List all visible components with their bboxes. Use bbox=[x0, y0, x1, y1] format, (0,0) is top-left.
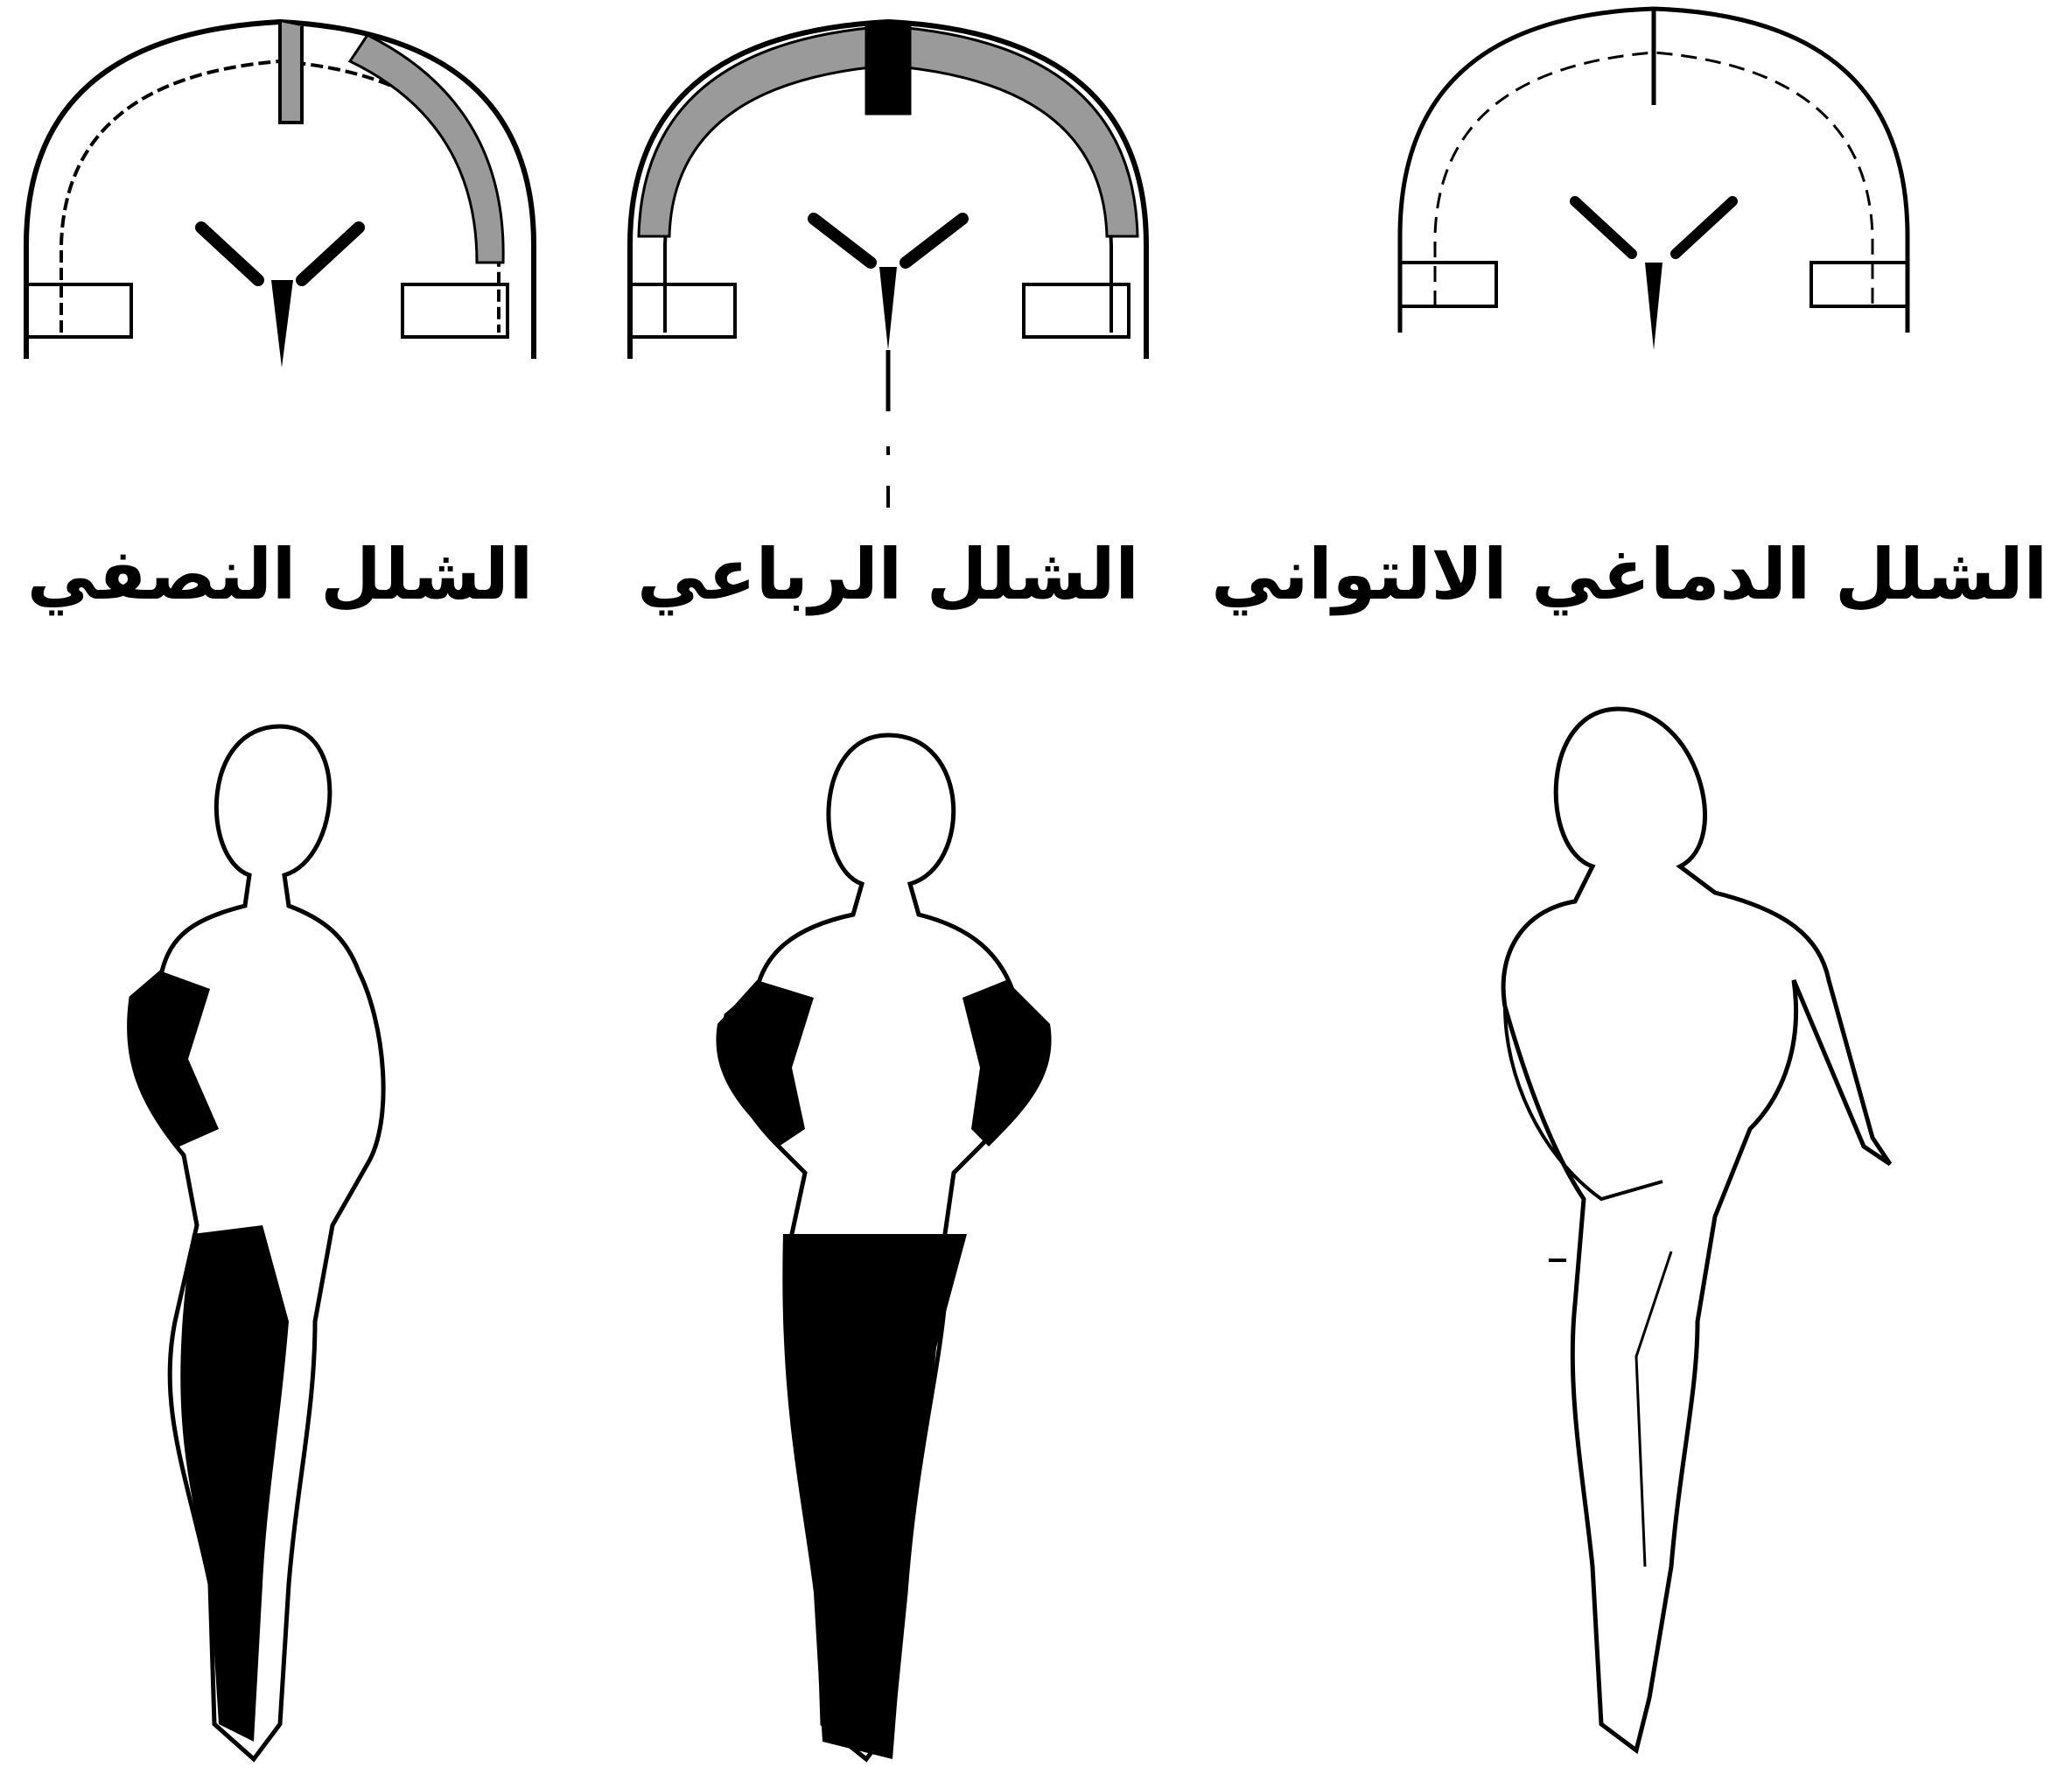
caption-quadriplegia: الشلل الرباعي bbox=[604, 534, 1172, 615]
brain-section-quadriplegia bbox=[604, 0, 1172, 525]
panel-hemiplegia: الشلل النصفي bbox=[0, 0, 560, 1774]
panel-athetoid: الشلل الدماغي الالتواني bbox=[1260, 0, 2048, 1774]
body-figure-quadriplegia bbox=[604, 718, 1172, 1774]
body-figure-hemiplegia bbox=[0, 709, 560, 1774]
caption-hemiplegia: الشلل النصفي bbox=[0, 534, 560, 615]
caption-athetoid: الشلل الدماغي الالتواني bbox=[1260, 534, 2048, 615]
brain-section-hemiplegia bbox=[0, 0, 560, 385]
brain-section-athetoid bbox=[1374, 0, 1934, 385]
panel-quadriplegia: الشلل الرباعي bbox=[604, 0, 1172, 1774]
body-figure-athetoid bbox=[1260, 691, 2048, 1774]
